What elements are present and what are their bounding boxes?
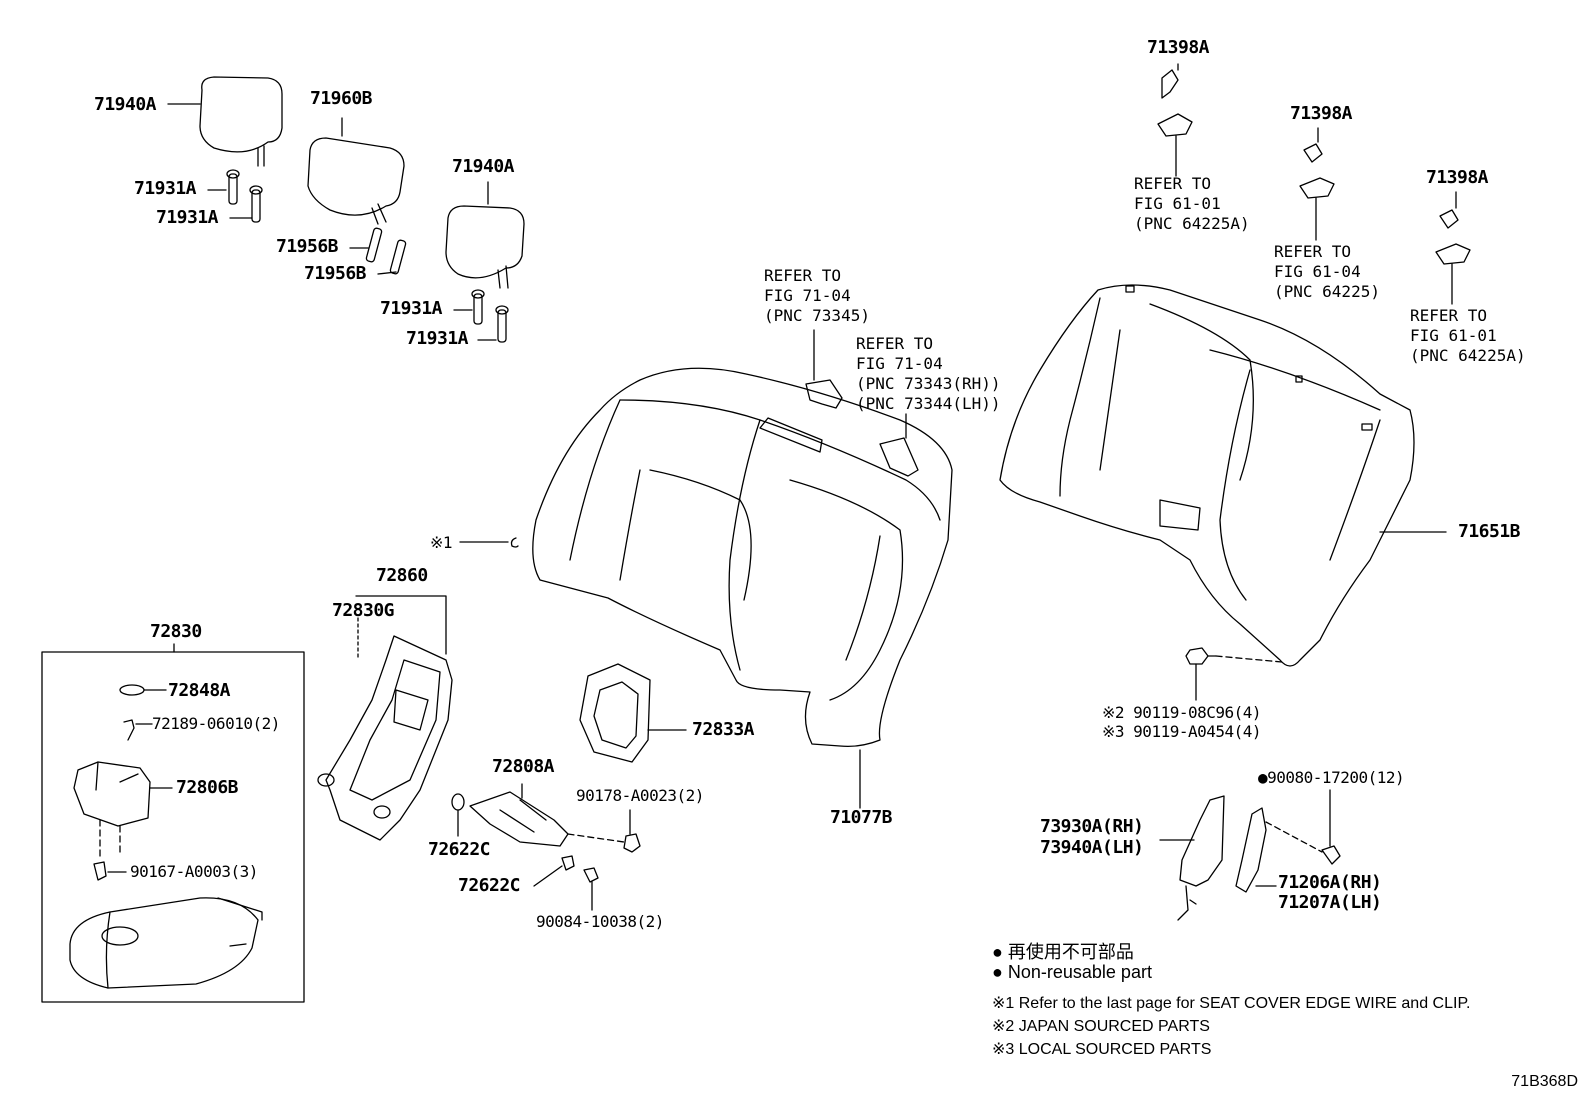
part-label-90080: ●90080-17200(12): [1258, 768, 1405, 787]
part-label-71956B: 71956B: [304, 263, 367, 284]
armrest-parts: [69, 684, 263, 989]
part-label-71398A: 71398A: [1290, 103, 1353, 124]
legend-non-reusable-jp: ● 再使用不可部品: [992, 942, 1134, 962]
headrest-guide-pins-left: [226, 169, 263, 223]
hook-bracket-71398A-1: [1157, 63, 1193, 177]
refer-block-73343: REFER TO FIG 71-04 (PNC 73343(RH)) (PNC …: [856, 334, 1001, 414]
refer-block-64225A-1: REFER TO FIG 61-01 (PNC 64225A): [1134, 174, 1250, 234]
part-label-90178: 90178-A0023(2): [576, 786, 704, 805]
part-label-90119-local: ※3 90119-A0454(4): [1102, 722, 1262, 741]
hook-bracket-71398A-2: [1299, 127, 1335, 241]
part-label-90084: 90084-10038(2): [536, 912, 664, 931]
refer-line: FIG 61-01: [1134, 194, 1221, 213]
part-label-72808A: 72808A: [492, 756, 555, 777]
headrest-71940A-right: [445, 205, 525, 289]
note-mark-1: ※1: [430, 533, 453, 552]
part-label-71940A: 71940A: [452, 156, 515, 177]
part-label-71207A: 71207A(LH): [1278, 892, 1382, 913]
refer-line: REFER TO: [856, 334, 934, 353]
part-label-72806B: 72806B: [176, 777, 239, 798]
part-label-71931A: 71931A: [134, 178, 197, 199]
refer-line: REFER TO: [1410, 306, 1488, 325]
hook-bracket-71398A-3: [1435, 191, 1471, 305]
belt-guide-73930A: [1159, 795, 1225, 921]
refer-line: FIG 61-01: [1410, 326, 1497, 345]
seatback-cover-71077B: [532, 367, 953, 748]
part-label-72830: 72830: [150, 621, 202, 642]
refer-line: REFER TO: [1134, 174, 1212, 193]
part-label-72622C: 72622C: [458, 875, 521, 896]
part-label-71940A: 71940A: [94, 94, 157, 115]
part-label-72830G: 72830G: [332, 600, 395, 621]
part-label-71651B: 71651B: [1458, 521, 1521, 542]
part-label-71956B: 71956B: [276, 236, 339, 257]
part-label-72189: 72189-06010(2): [152, 714, 280, 733]
refer-line: (PNC 64225A): [1410, 346, 1526, 365]
part-label-72622C: 72622C: [428, 839, 491, 860]
refer-line: (PNC 73345): [764, 306, 870, 325]
trim-ring-72833A: [579, 663, 651, 763]
refer-line: (PNC 64225A): [1134, 214, 1250, 233]
legend-note-2: ※2 JAPAN SOURCED PARTS: [992, 1018, 1210, 1035]
headrest-guide-pins-center: [365, 227, 407, 275]
part-label-71960B: 71960B: [310, 88, 373, 109]
armrest-assembly-box: [41, 651, 305, 1003]
seatback-frame-71651B: [999, 284, 1415, 667]
refer-block-64225: REFER TO FIG 61-04 (PNC 64225): [1274, 242, 1380, 302]
headrest-71960B: [307, 137, 405, 225]
anchor-cover-73345: [805, 329, 843, 409]
refer-block-73345: REFER TO FIG 71-04 (PNC 73345): [764, 266, 870, 326]
headrest-guide-pins-right: [471, 289, 509, 343]
edge-wire-clip: [510, 537, 519, 548]
refer-line: REFER TO: [764, 266, 842, 285]
armrest-housing-72860: [317, 635, 453, 841]
legend-non-reusable-en: ● Non-reusable part: [992, 962, 1152, 982]
part-label-71077B: 71077B: [830, 807, 893, 828]
leader-line: [377, 271, 397, 275]
part-label-90119-japan: ※2 90119-08C96(4): [1102, 703, 1262, 722]
headrest-71940A-left: [199, 76, 283, 167]
part-label-72860: 72860: [376, 565, 428, 586]
part-label-71931A: 71931A: [406, 328, 469, 349]
part-label-71931A: 71931A: [156, 207, 219, 228]
leader-line: [355, 595, 447, 655]
part-label-73930A: 73930A(RH): [1040, 816, 1144, 837]
legend-note-1: ※1 Refer to the last page for SEAT COVER…: [992, 995, 1471, 1012]
part-label-90167: 90167-A0003(3): [130, 862, 258, 881]
part-label-73940A: 73940A(LH): [1040, 837, 1144, 858]
refer-line: FIG 71-04: [764, 286, 851, 305]
part-label-71398A: 71398A: [1426, 167, 1489, 188]
refer-line: (PNC 73343(RH)): [856, 374, 1001, 393]
bolt-90119: [1185, 647, 1283, 701]
anchor-cover-73343: [879, 413, 919, 477]
belt-anchor-71206A: [1235, 789, 1341, 893]
part-label-71206A: 71206A(RH): [1278, 872, 1382, 893]
refer-line: (PNC 73344(LH)): [856, 394, 1001, 413]
legend-note-3: ※3 LOCAL SOURCED PARTS: [992, 1041, 1212, 1058]
bracket-72808A: [451, 783, 641, 911]
refer-block-64225A-2: REFER TO FIG 61-01 (PNC 64225A): [1410, 306, 1526, 366]
refer-line: (PNC 64225): [1274, 282, 1380, 301]
drawing-code: 71B368D: [1511, 1073, 1578, 1090]
part-label-72833A: 72833A: [692, 719, 755, 740]
refer-line: FIG 61-04: [1274, 262, 1361, 281]
part-label-71931A: 71931A: [380, 298, 443, 319]
refer-line: REFER TO: [1274, 242, 1352, 261]
refer-line: FIG 71-04: [856, 354, 943, 373]
part-label-72848A: 72848A: [168, 680, 231, 701]
part-label-71398A: 71398A: [1147, 37, 1210, 58]
